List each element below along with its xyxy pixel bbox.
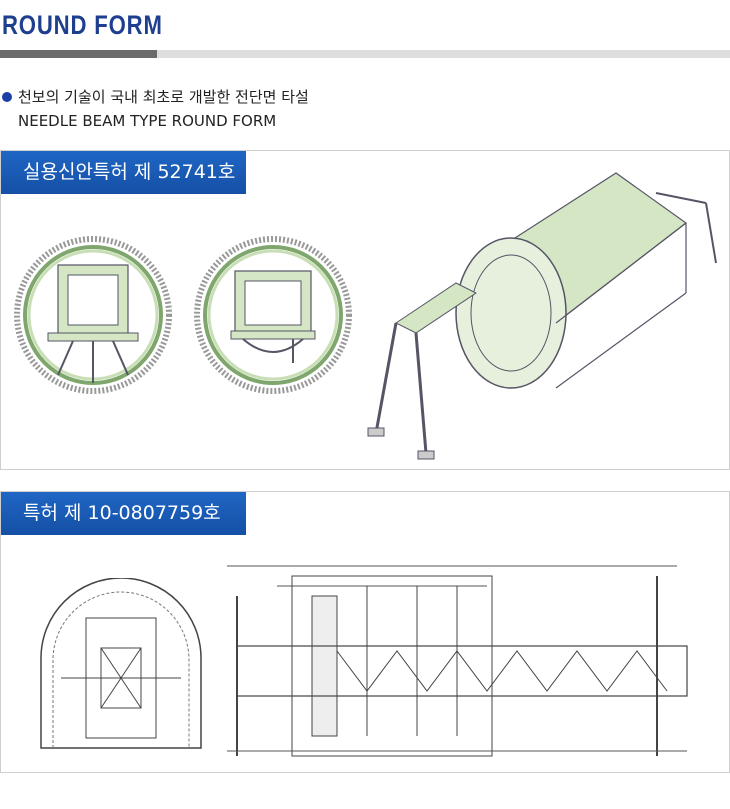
cross-section-diagram-2 bbox=[194, 236, 352, 394]
intro-english: NEEDLE BEAM TYPE ROUND FORM bbox=[18, 112, 277, 130]
patent-tab: 특허 제 10-0807759호 bbox=[1, 492, 246, 535]
utility-patent-tab: 실용신안특허 제 52741호 bbox=[1, 151, 246, 194]
page-title: ROUND FORM bbox=[2, 10, 163, 40]
intro-korean: 천보의 기술이 국내 최초로 개발한 전단면 타설 bbox=[18, 88, 309, 106]
title-underline-light bbox=[157, 50, 730, 58]
title-underline-dark bbox=[0, 50, 157, 58]
isometric-model-diagram bbox=[367, 172, 717, 460]
bullet-icon bbox=[2, 92, 12, 102]
side-elevation-drawing bbox=[227, 565, 688, 757]
cross-section-diagram-1 bbox=[14, 236, 172, 394]
section-utility-patent: 실용신안특허 제 52741호 bbox=[0, 150, 730, 470]
front-section-drawing bbox=[40, 578, 202, 749]
section-patent: 특허 제 10-0807759호 bbox=[0, 491, 730, 773]
